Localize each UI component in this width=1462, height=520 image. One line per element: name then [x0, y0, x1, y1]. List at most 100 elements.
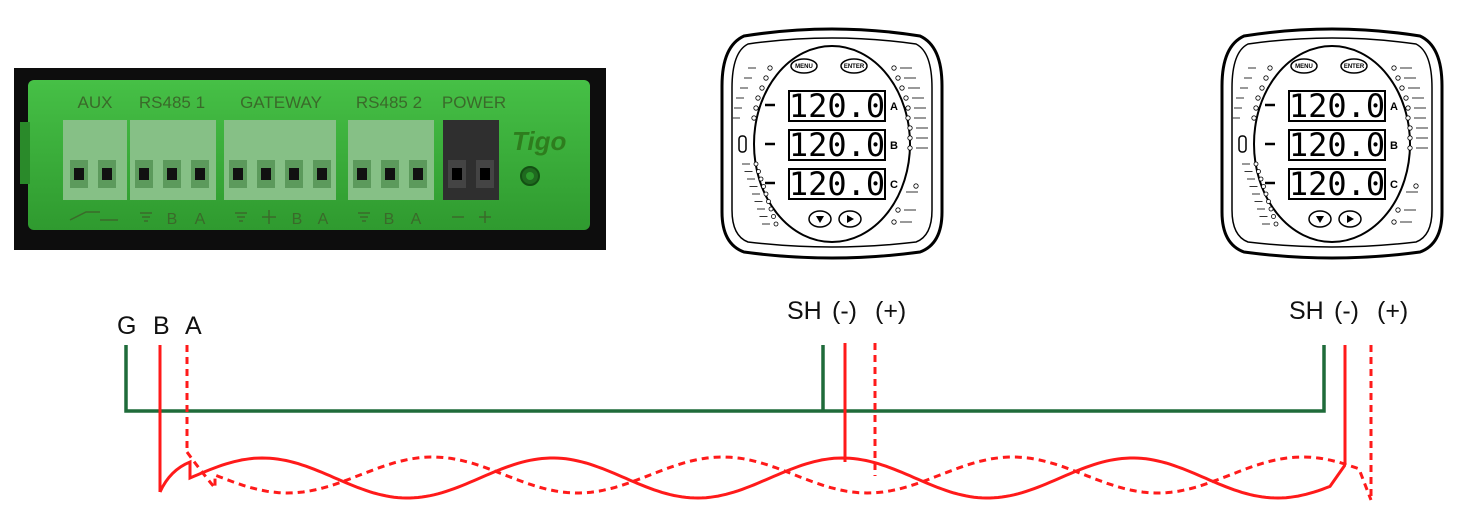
shield-bus [124, 345, 1326, 413]
meter-menu-button[interactable]: MENU [1290, 58, 1318, 74]
meter-phase-label: C [1390, 179, 1398, 191]
bargraph-led-icon [1261, 184, 1266, 189]
meter1-label-plus: (+) [875, 297, 906, 325]
ground-icon [358, 212, 370, 222]
terminal-label: AUX [78, 93, 113, 112]
meter-reading: 120.0 [789, 126, 885, 164]
bargraph-led-icon [1253, 161, 1259, 167]
signal-b-twisted [158, 456, 1347, 500]
meter-right-button[interactable] [838, 210, 862, 228]
meter-reading: 120.0 [789, 87, 885, 125]
wire-label-b: B [153, 312, 170, 340]
svg-text:B: B [292, 211, 303, 228]
indicator-led-icon [903, 95, 909, 101]
meter-side-slot [1238, 135, 1247, 153]
bargraph-led-icon [1266, 199, 1271, 204]
indicator-led-icon [1405, 115, 1411, 121]
svg-text:A: A [318, 211, 329, 228]
meter-display [788, 129, 886, 161]
meter-reading: 120.0 [1289, 126, 1385, 164]
meter-display [788, 90, 886, 122]
meter1-label-sh: SH [787, 297, 822, 325]
plus-icon [479, 211, 491, 223]
meter-button-label: ENTER [844, 64, 865, 70]
meter-led-caption-marks [732, 67, 928, 225]
indicator-led-icon [1405, 105, 1411, 111]
wire-label-g: G [117, 312, 136, 340]
meter-display [1288, 129, 1386, 161]
meter-down-button[interactable] [808, 210, 832, 228]
indicator-led-icon [1251, 115, 1257, 121]
svg-text:A: A [411, 211, 422, 228]
indicator-led-icon [1391, 219, 1397, 225]
meter-right-icon [1347, 215, 1354, 223]
meter-indicator-leds [1251, 65, 1419, 227]
meter-right-icon [847, 215, 854, 223]
meter-enter-button[interactable]: ENTER [1340, 58, 1368, 74]
gateway-side-tab [20, 122, 30, 184]
indicator-led-icon [1263, 75, 1269, 81]
terminal-label-power: POWER [442, 93, 506, 112]
indicator-led-icon [1253, 105, 1259, 111]
bargraph-led-icon [773, 221, 779, 227]
indicator-led-icon [753, 105, 759, 111]
shield-wire [124, 345, 1326, 413]
meter-phase-label: B [890, 140, 898, 152]
terminal-label-gateway: GATEWAY [240, 93, 322, 112]
terminal-pin-symbols [69, 210, 491, 224]
ground-icon [235, 212, 247, 222]
indicator-led-icon [1267, 65, 1273, 71]
meter-enter-button[interactable]: ENTER [840, 58, 868, 74]
meter-reading: 120.0 [1289, 165, 1385, 203]
indicator-led-icon [759, 85, 765, 91]
bargraph-led-icon [761, 184, 766, 189]
indicator-led-icon [1395, 207, 1401, 213]
terminal-block-rs485-1 [130, 120, 216, 200]
meter-face [1253, 45, 1411, 243]
bargraph-led-icon [766, 199, 771, 204]
meter-down-icon [1316, 216, 1324, 223]
indicator-led-icon [1407, 135, 1413, 141]
meter2-label-plus: (+) [1377, 297, 1408, 325]
meter-display [788, 168, 886, 200]
meter-reading: 120.0 [1289, 87, 1385, 125]
indicator-led-icon [767, 65, 773, 71]
indicator-led-icon [1403, 95, 1409, 101]
terminal-label-aux: AUX [78, 93, 113, 112]
meter-right-button[interactable] [1338, 210, 1362, 228]
indicator-led-icon [913, 183, 919, 189]
signal-wire-a [185, 343, 1373, 501]
meter-display-row: 120.0 C [1265, 165, 1398, 203]
meter-inner-bezel [1231, 37, 1433, 248]
meter2-label-sh: SH [1289, 297, 1324, 325]
bargraph-led-icon [1271, 214, 1276, 219]
bargraph-led-icon [1268, 206, 1274, 212]
meter-down-button[interactable] [1308, 210, 1332, 228]
indicator-led-icon [1391, 65, 1397, 71]
wire-label-a: A [185, 312, 202, 340]
signal-wire-b [158, 343, 1347, 500]
indicator-led-icon [751, 115, 757, 121]
indicator-led-icon [891, 65, 897, 71]
bargraph-led-icon [1256, 169, 1261, 174]
ground-icon [140, 212, 152, 222]
bargraph-led-icon [756, 169, 761, 174]
gateway-device: AUX RS485 1 GATEWAY RS485 2 POWER [14, 68, 606, 250]
meter-menu-button[interactable]: MENU [790, 58, 818, 74]
terminal-block-rs485-2 [348, 120, 434, 200]
meter-display-row: 120.0 B [765, 126, 898, 164]
bargraph-led-icon [753, 161, 759, 167]
indicator-led-icon [907, 125, 913, 131]
terminal-block-gateway [224, 120, 336, 200]
meter-face [753, 45, 911, 243]
meter-button-label: MENU [1295, 64, 1313, 70]
meter-led-caption-marks [1232, 67, 1428, 225]
meter-phase-label: C [890, 179, 898, 191]
indicator-led-icon [891, 219, 897, 225]
